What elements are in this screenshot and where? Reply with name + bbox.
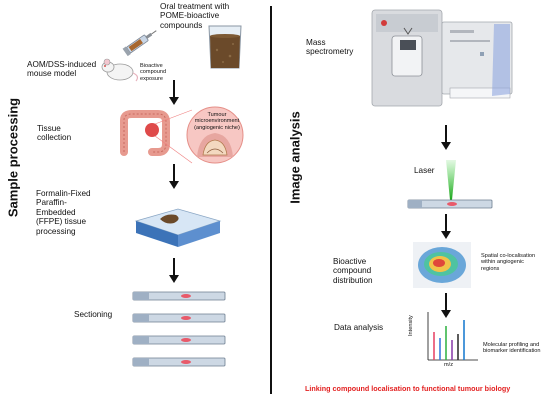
footer-text: Linking compound localisation to functio… <box>305 384 511 393</box>
ffpe-label: Formalin-Fixed Paraffin-Embedded (FFPE) … <box>36 189 91 236</box>
x-axis-label: m/z <box>444 362 454 368</box>
data-analysis-label: Data analysis <box>334 323 384 332</box>
heatmap-icon <box>413 242 471 288</box>
arrow-down-4 <box>441 125 451 150</box>
niche-label: Tumour microenvironment (angiogenic nich… <box>194 112 240 131</box>
mass-spectrometer-icon <box>371 9 513 107</box>
arrow-down-5 <box>441 214 451 239</box>
slide-2 <box>132 313 226 323</box>
laser-label: Laser <box>414 166 435 175</box>
mouse-model-label: AOM/DSS-induced mouse model <box>27 60 97 79</box>
sectioning-label: Sectioning <box>74 310 113 319</box>
zoom-lines <box>154 109 193 164</box>
mass-spectrometry-label: Mass spectrometry <box>306 38 354 57</box>
tumour-microenvironment-icon <box>186 106 244 164</box>
spatial-label: Spatial co-localisation within angiogeni… <box>481 253 536 272</box>
ffpe-block-icon <box>134 208 222 247</box>
image-analysis-title: Image analysis <box>287 111 303 204</box>
exposure-label: Bioactive compound exposure <box>140 63 167 82</box>
syringe-icon <box>122 30 157 57</box>
y-axis-label: Intensity <box>408 315 414 336</box>
spectrum-plot <box>427 312 478 361</box>
laser-beam <box>446 160 456 200</box>
beaker-icon <box>208 25 242 69</box>
profiling-label: Molecular profiling and biomarker identi… <box>483 342 541 355</box>
slide-1 <box>132 291 226 301</box>
mouse-icon <box>101 58 139 82</box>
laser-slide <box>407 199 493 209</box>
section-divider <box>270 6 272 394</box>
colon-icon <box>120 110 170 156</box>
arrow-down-1 <box>169 80 179 105</box>
arrow-down-2 <box>169 164 179 189</box>
slide-3 <box>132 335 226 345</box>
distribution-label: Bioactive compound distribution <box>333 257 373 285</box>
slide-4 <box>132 357 226 367</box>
sample-processing-title: Sample processing <box>5 97 21 218</box>
oral-treatment-label: Oral treatment with POME-bioactive compo… <box>160 2 230 30</box>
arrow-down-6 <box>441 293 451 318</box>
arrow-down-3 <box>169 258 179 283</box>
tissue-collection-label: Tissue collection <box>37 124 72 143</box>
